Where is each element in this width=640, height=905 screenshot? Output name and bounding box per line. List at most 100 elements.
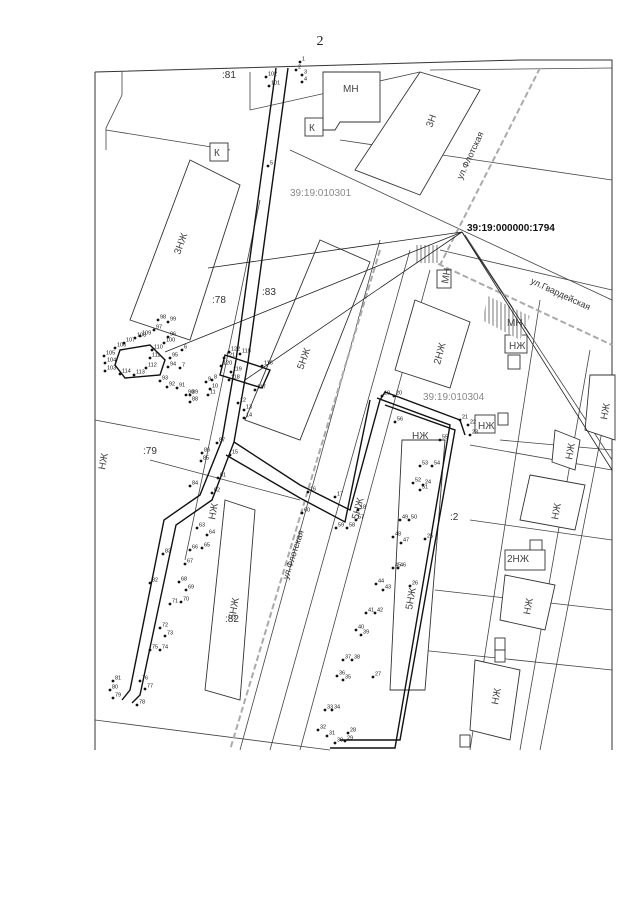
boundary-point-label: 64 [209, 530, 215, 536]
boundary-point-marker [143, 687, 147, 691]
boundary-point-marker [161, 552, 165, 556]
boundary-point-label: 101 [271, 81, 280, 87]
boundary-point-label: 56 [397, 417, 403, 423]
boundary-point-label: 34 [334, 705, 340, 711]
building-label-14: 5НЖ [404, 586, 419, 610]
boundary-point-marker [219, 364, 223, 368]
boundary-point-marker [168, 602, 172, 606]
boundary-point-label: 47 [403, 538, 409, 544]
boundary-point-marker [102, 354, 106, 358]
boundary-point-marker [333, 741, 337, 745]
boundary-point-label: 85 [203, 456, 209, 462]
boundary-point-marker [195, 526, 199, 530]
boundary-point-marker [210, 378, 214, 382]
boundary-point-marker [229, 370, 233, 374]
boundary-point-marker [166, 365, 170, 369]
boundary-point-label: 54 [434, 461, 440, 467]
boundary-point-marker [103, 369, 107, 373]
boundary-point-label: 106 [117, 343, 126, 349]
boundary-point-marker [466, 423, 470, 427]
boundary-point-marker [411, 481, 415, 485]
building-label-22: НЖ [207, 502, 221, 521]
building-label-16: 2НЖ [507, 554, 530, 565]
boundary-point-marker [148, 581, 152, 585]
boundary-point-marker [238, 352, 242, 356]
boundary-point-marker [396, 566, 400, 570]
boundary-point-label: 82 [152, 578, 158, 584]
boundary-point-marker [260, 364, 264, 368]
boundary-point-label: 97 [156, 325, 162, 331]
boundary-point-label: 107 [126, 338, 135, 344]
boundary-point-label: 26 [412, 581, 418, 587]
building-label-19: НЖ [522, 597, 536, 616]
boundary-point-marker [152, 328, 156, 332]
boundary-point-marker [392, 394, 396, 398]
boundary-point-marker [298, 60, 302, 64]
boundary-point-marker [343, 739, 347, 743]
boundary-point-marker [162, 341, 166, 345]
boundary-point-label: 98 [160, 315, 166, 321]
quarter-label-1: 39:19:010301 [290, 188, 352, 199]
boundary-point-marker [111, 679, 115, 683]
boundary-point-label: 23 [472, 430, 478, 436]
boundary-point-marker [188, 548, 192, 552]
parcel-label-83: :83 [262, 287, 276, 298]
boundary-point-label: 105 [106, 351, 115, 357]
boundary-point-label: 27 [375, 672, 381, 678]
boundary-point-label: 19 [384, 391, 390, 397]
boundary-point-label: 91 [179, 383, 185, 389]
boundary-point-label: 16 [310, 487, 316, 493]
boundary-point-marker [398, 518, 402, 522]
boundary-point-marker [179, 600, 183, 604]
boundary-point-label: 44 [378, 579, 384, 585]
boundary-point-label: 110 [154, 345, 163, 351]
boundary-point-marker [200, 546, 204, 550]
boundary-point-label: 73 [167, 631, 173, 637]
building-label-7: МН [440, 267, 454, 284]
boundary-point-label: 14 [246, 413, 252, 419]
boundary-point-label: 9 [208, 377, 211, 383]
boundary-point-label: 57 [358, 515, 364, 521]
boundary-point-marker [148, 356, 152, 360]
boundary-point-marker [210, 491, 214, 495]
boundary-point-label: 67 [187, 559, 193, 565]
boundary-point-marker [350, 658, 354, 662]
boundary-point-label: 104 [107, 358, 116, 364]
boundary-point-marker [204, 380, 208, 384]
boundary-point-marker [346, 731, 350, 735]
boundary-point-label: 24 [425, 480, 431, 486]
boundary-point-label: 83 [165, 549, 171, 555]
boundary-point-label: 94 [170, 362, 176, 368]
boundary-point-marker [103, 361, 107, 365]
boundary-point-marker [300, 511, 304, 515]
boundary-point-label: 48 [395, 532, 401, 538]
boundary-point-label: 31 [329, 731, 335, 737]
boundary-point-label: 38 [354, 655, 360, 661]
boundary-point-label: 117 [257, 385, 266, 391]
boundary-point-label: 84 [192, 481, 198, 487]
map-frame [94, 59, 613, 750]
building-label-21: 5НЖ [227, 596, 242, 620]
boundary-point-marker [205, 533, 209, 537]
quarter-label-2: 39:19:010304 [423, 392, 485, 403]
boundary-point-marker [334, 526, 338, 530]
boundary-point-marker [391, 535, 395, 539]
boundary-point-label: 20 [396, 391, 402, 397]
boundary-point-marker [111, 696, 115, 700]
boundary-point-marker [188, 484, 192, 488]
boundary-point-marker [228, 453, 232, 457]
boundary-point-marker [418, 488, 422, 492]
boundary-point-marker [408, 584, 412, 588]
boundary-point-label: 75 [152, 645, 158, 651]
boundary-point-label: 7 [182, 363, 185, 369]
boundary-point-label: 32 [320, 725, 326, 731]
boundary-point-label: 81 [115, 676, 121, 682]
boundary-point-marker [242, 408, 246, 412]
boundary-point-marker [438, 438, 442, 442]
building-label-1: МН [343, 84, 359, 95]
boundary-point-marker [132, 373, 136, 377]
boundary-point-label: 1 [302, 57, 305, 63]
boundary-point-label: 37 [345, 655, 351, 661]
building-label-18: НЖ [550, 502, 564, 521]
